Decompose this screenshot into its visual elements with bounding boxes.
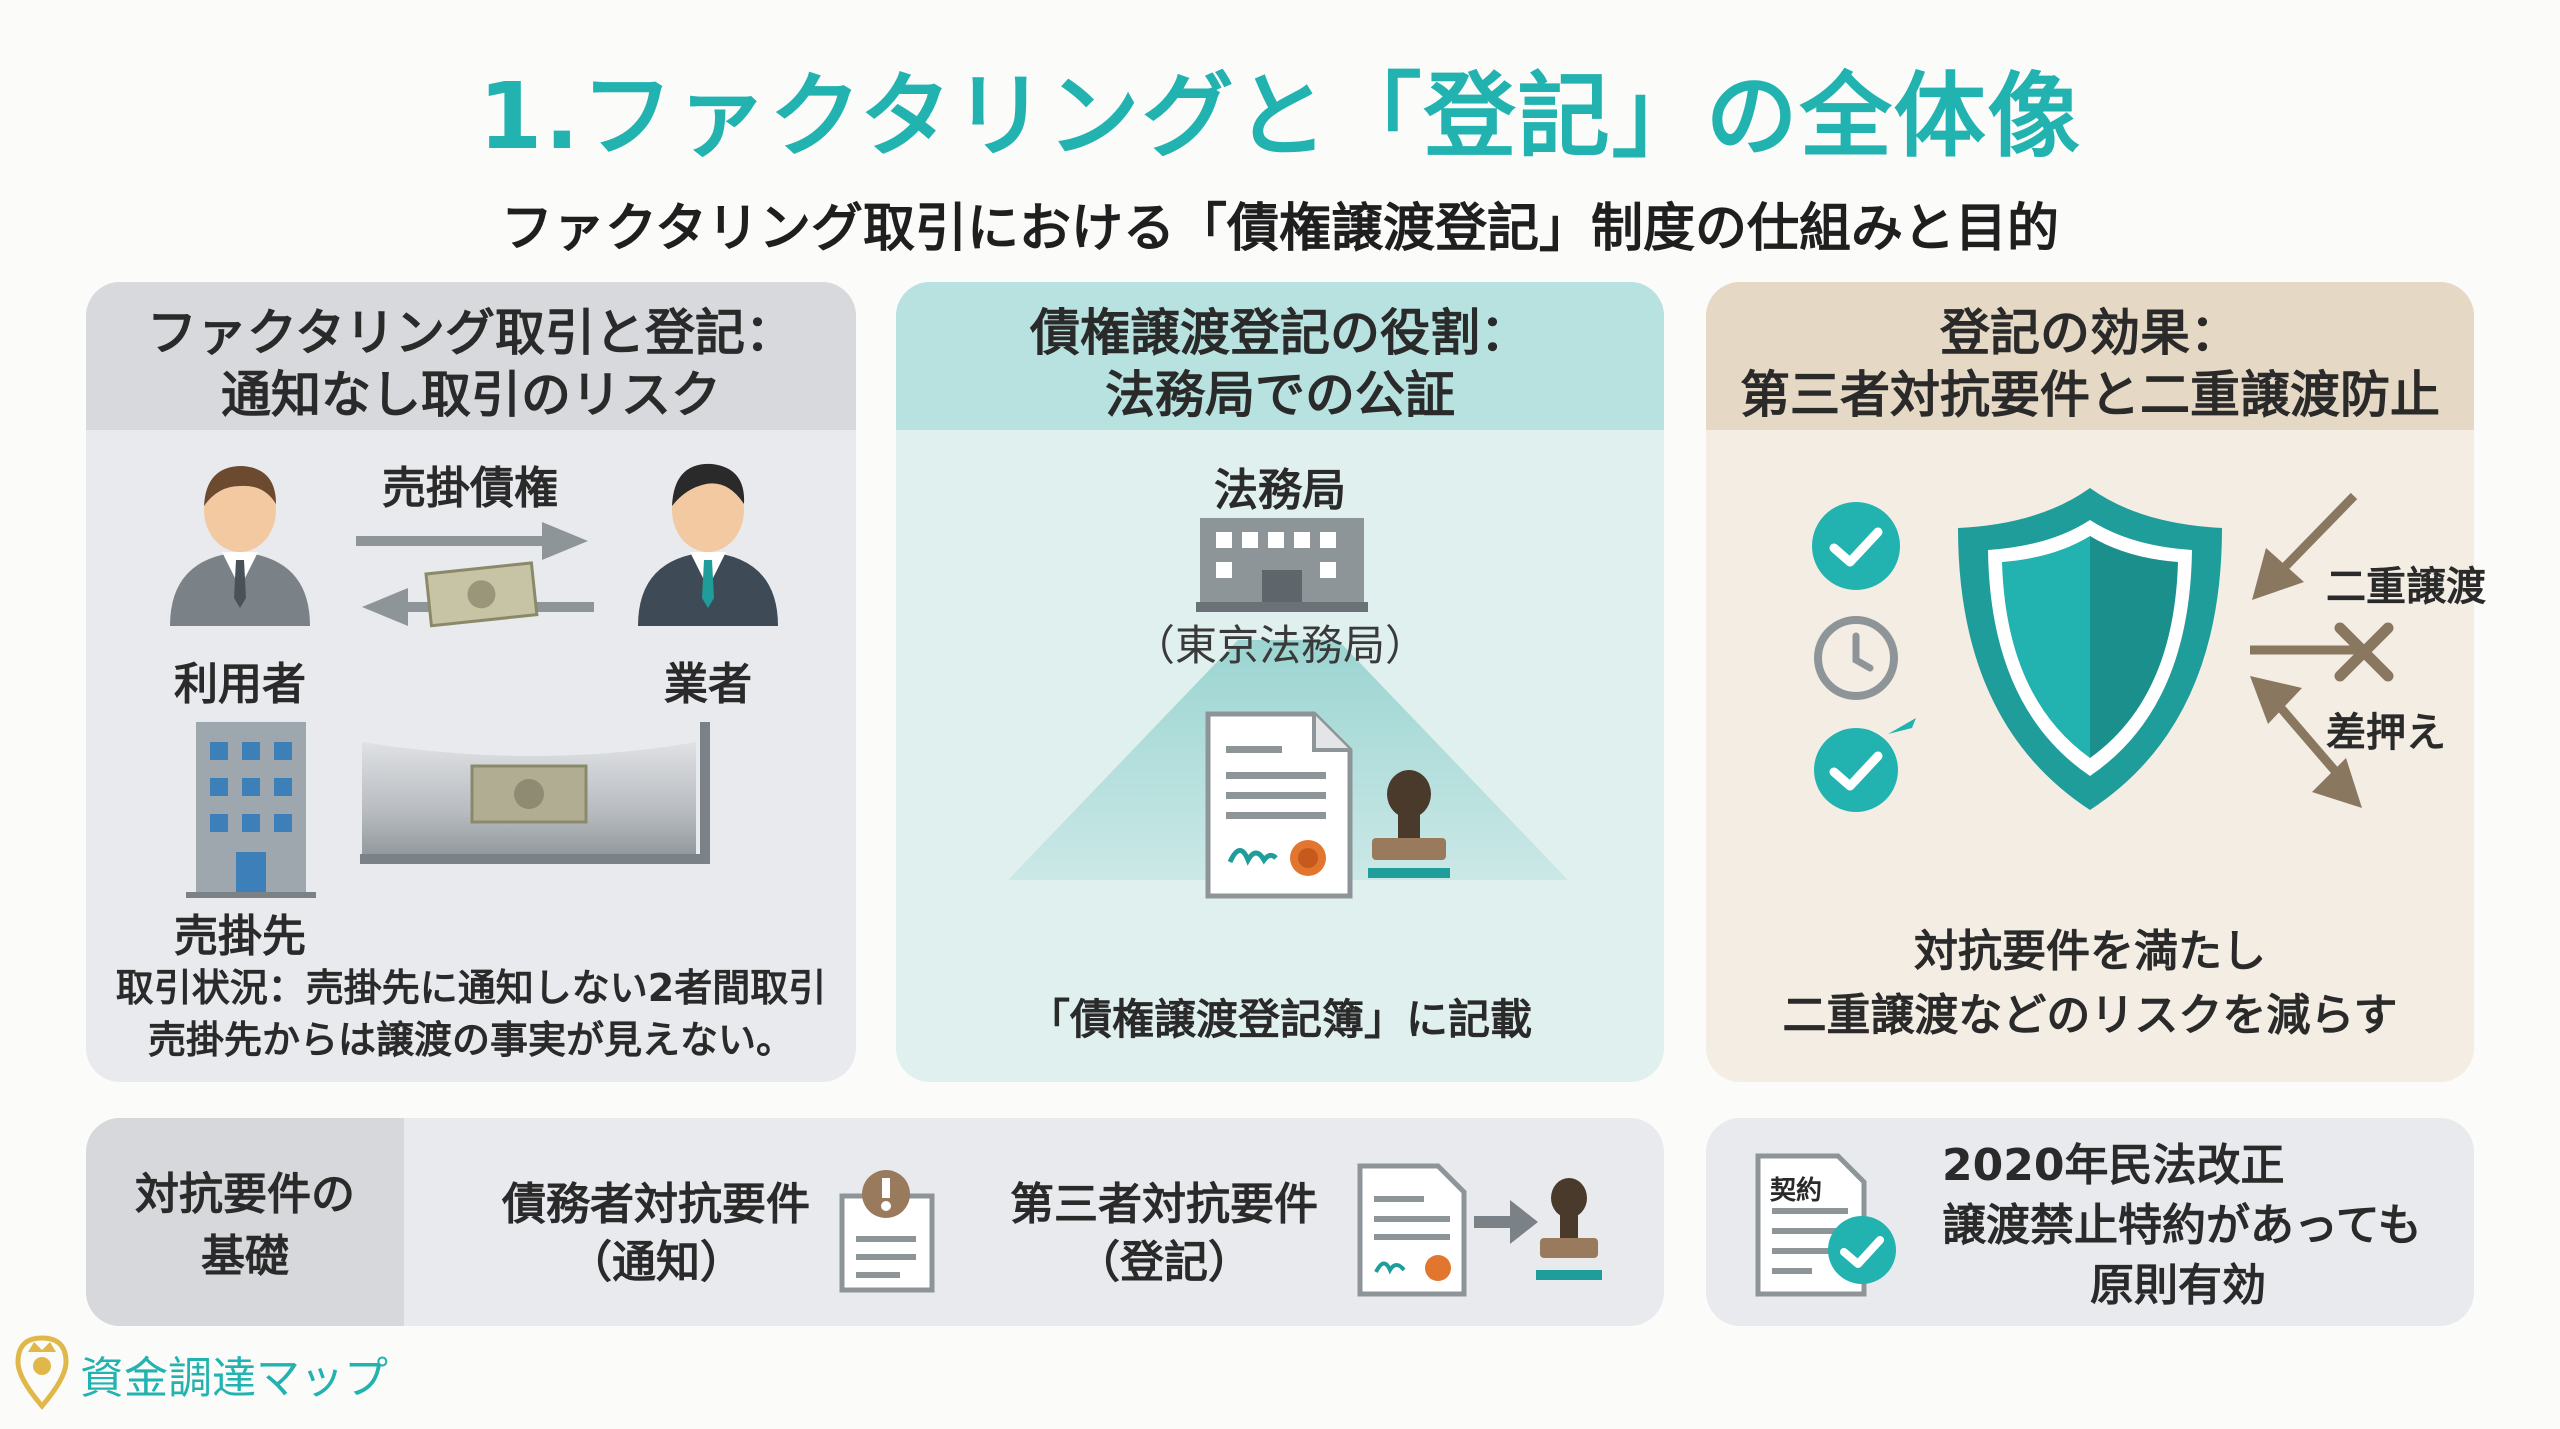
civil-code-reform-text: 2020年民法改正 譲渡禁止特約があっても 原則有効 [1942, 1140, 2422, 1311]
stamp-seal-icon [1536, 1178, 1602, 1280]
panel-heading: 債権譲渡登記の役割： 法務局での公証 [1030, 304, 1530, 424]
shield-icon [1958, 488, 2222, 810]
user-person-icon [170, 466, 310, 626]
registry-record-label: 「債権譲渡登記簿」に記載 [1027, 995, 1532, 1044]
registry-document-icon [1357, 1163, 1467, 1297]
check-circle-icon [1812, 502, 1900, 590]
building-icon [186, 722, 316, 898]
tokyo-office-label: （東京法務局） [1132, 621, 1427, 670]
contract-document-icon [1755, 1153, 1896, 1297]
panel-header: 債権譲渡登記の役割： 法務局での公証 [896, 282, 1664, 430]
panel-transaction-risk: ファクタリング取引と登記： 通知なし取引のリスク [86, 282, 856, 1082]
user-label: 利用者 [174, 659, 306, 710]
certificate-document-icon [1205, 711, 1353, 899]
panel-heading: 登記の効果： 第三者対抗要件と二重譲渡防止 [1740, 304, 2440, 424]
exchange-arrows-icon [356, 522, 594, 628]
panel-header: ファクタリング取引と登記： 通知なし取引のリスク [86, 282, 856, 430]
block-x-icon [2334, 622, 2394, 682]
blocked-threat-arrows-icon [2250, 492, 2362, 808]
panel-registration-role: 債権譲渡登記の役割： 法務局での公証 [896, 282, 1664, 1082]
contract-label: 契約 [1770, 1176, 1823, 1206]
debtor-perfection-label: 債務者対抗要件 （通知） [502, 1179, 810, 1288]
perfection-basics-label: 対抗要件の 基礎 [135, 1169, 355, 1282]
panel-heading: ファクタリング取引と登記： 通知なし取引のリスク [147, 304, 795, 424]
effect-caption: 対抗要件を満たし 二重譲渡などのリスクを減らす [1782, 926, 2398, 1041]
notice-document-icon [839, 1170, 935, 1293]
debtor-label: 売掛先 [174, 911, 306, 962]
clock-icon [1814, 616, 1898, 700]
right-arrow-icon [1474, 1200, 1538, 1244]
vendor-person-icon [638, 463, 778, 626]
check-circle-icon [1814, 718, 1916, 812]
third-party-perfection-label: 第三者対抗要件 （登記） [1010, 1179, 1318, 1288]
receivable-label: 売掛債権 [382, 463, 558, 514]
panel-header: 登記の効果： 第三者対抗要件と二重譲渡防止 [1706, 282, 2474, 430]
vendor-label: 業者 [664, 659, 752, 710]
page-title: 1.ファクタリングと「登記」の全体像 [478, 63, 2082, 170]
seizure-label: 差押え [2326, 710, 2446, 756]
legal-office-label: 法務局 [1214, 465, 1346, 516]
brand-name[interactable]: 資金調達マップ [80, 1353, 388, 1404]
hidden-transfer-icon [360, 722, 710, 864]
brand-pin-icon [15, 1335, 69, 1410]
legal-office-building-icon [1196, 518, 1368, 612]
double-assignment-label: 二重譲渡 [2326, 564, 2486, 610]
bar-label-cell [86, 1118, 404, 1326]
stamp-seal-icon [1368, 770, 1450, 878]
situation-note: 取引状況：売掛先に通知しない2者間取引 売掛先からは譲渡の事実が見えない。 [115, 966, 827, 1062]
page-subtitle: ファクタリング取引における「債権譲渡登記」制度の仕組みと目的 [501, 199, 2059, 259]
